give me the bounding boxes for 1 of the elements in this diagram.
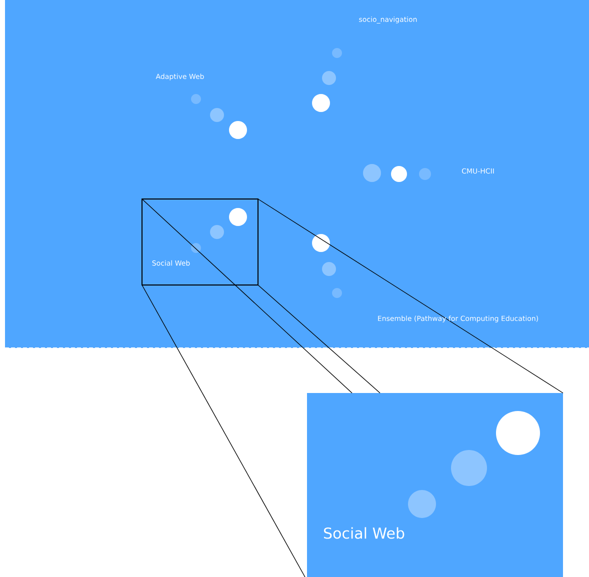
cluster-label: Social Web [324,527,404,539]
